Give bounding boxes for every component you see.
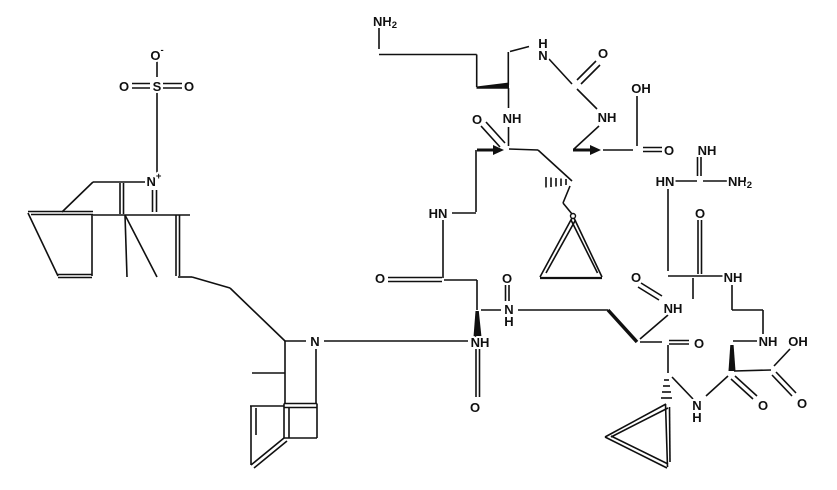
bond-line — [640, 282, 663, 297]
bond-line — [508, 148, 539, 151]
bond-line — [604, 436, 668, 469]
atom-label: O — [119, 79, 129, 94]
atom-label: O — [694, 336, 704, 351]
atom-label: OH — [788, 334, 808, 349]
bond-line — [773, 348, 791, 367]
bond-line — [604, 403, 667, 438]
bond-line — [668, 406, 671, 463]
bond-line — [124, 214, 158, 278]
bond-line — [610, 407, 669, 438]
bond-line — [480, 125, 501, 148]
atom-label: O- — [150, 45, 163, 63]
bond-line — [229, 287, 286, 342]
atom-label: NH — [698, 143, 717, 158]
atom-label: O — [472, 112, 482, 127]
bond-line — [671, 376, 694, 400]
atom-label: NH — [664, 301, 683, 316]
bond-line — [570, 219, 599, 274]
bond-line — [637, 286, 660, 301]
wedge-bond — [476, 82, 509, 89]
bond-line — [730, 378, 754, 400]
atom-label: NH2 — [373, 14, 397, 31]
bond-line — [733, 369, 772, 372]
atom-label: O — [598, 46, 608, 61]
atom-label: OH — [631, 81, 651, 96]
wedge-bond — [728, 345, 736, 371]
bond-line — [639, 314, 669, 340]
atom-label: O — [695, 206, 705, 221]
bond-line — [250, 437, 285, 466]
atom-label: NH — [503, 111, 522, 126]
atom-label: H — [504, 314, 513, 329]
bond-line — [610, 435, 669, 465]
bond-line — [537, 149, 573, 182]
ring-vertex-marker — [569, 212, 577, 220]
bond-line — [539, 217, 573, 278]
wedge-bond — [473, 311, 482, 337]
bond-line — [664, 403, 669, 468]
atom-label: NH — [724, 270, 743, 285]
bond-line — [61, 181, 94, 213]
atom-label: HN — [656, 174, 675, 189]
bond-line — [27, 212, 59, 277]
atom-label: S — [153, 79, 162, 94]
bond-line — [573, 217, 603, 278]
bond-line — [562, 202, 573, 215]
bond-line — [253, 440, 288, 469]
bond-line — [562, 185, 571, 204]
bond-line — [548, 58, 573, 85]
atom-label: NH2 — [728, 174, 752, 191]
atom-label: NH — [598, 110, 617, 125]
atom-label: N+ — [147, 171, 162, 189]
atom-label: H — [692, 410, 701, 425]
atom-label: O — [664, 143, 674, 158]
atom-label: O — [375, 271, 385, 286]
bond-line — [734, 375, 758, 397]
bond-line — [485, 121, 506, 144]
atom-label: H — [538, 36, 547, 51]
wedge-bond — [590, 145, 601, 155]
atom-label: O — [184, 79, 194, 94]
atom-label: O — [470, 400, 480, 415]
bond-line — [124, 214, 128, 278]
atom-label: NH — [759, 334, 778, 349]
bond-line — [509, 45, 530, 53]
bond-line — [576, 88, 598, 110]
bond-line — [191, 276, 231, 289]
atom-label: N — [538, 48, 547, 63]
atom-label: N — [310, 334, 319, 349]
atom-label: N — [692, 398, 701, 413]
atom-label: N — [504, 302, 513, 317]
atom-label: NH — [471, 335, 490, 350]
atom-label: O — [631, 270, 641, 285]
bond-line — [576, 60, 597, 81]
bond-line — [771, 374, 793, 397]
bond-line — [580, 64, 601, 85]
atom-label: HN — [429, 206, 448, 221]
atom-label: O — [502, 271, 512, 286]
wedge-bond — [493, 145, 504, 155]
atom-label: O — [758, 398, 768, 413]
bond-line — [705, 375, 729, 397]
bond-line — [573, 125, 600, 150]
bond-line — [545, 219, 577, 274]
bond-line — [606, 308, 639, 344]
bond-line — [775, 371, 797, 394]
atom-label: O — [797, 396, 807, 411]
